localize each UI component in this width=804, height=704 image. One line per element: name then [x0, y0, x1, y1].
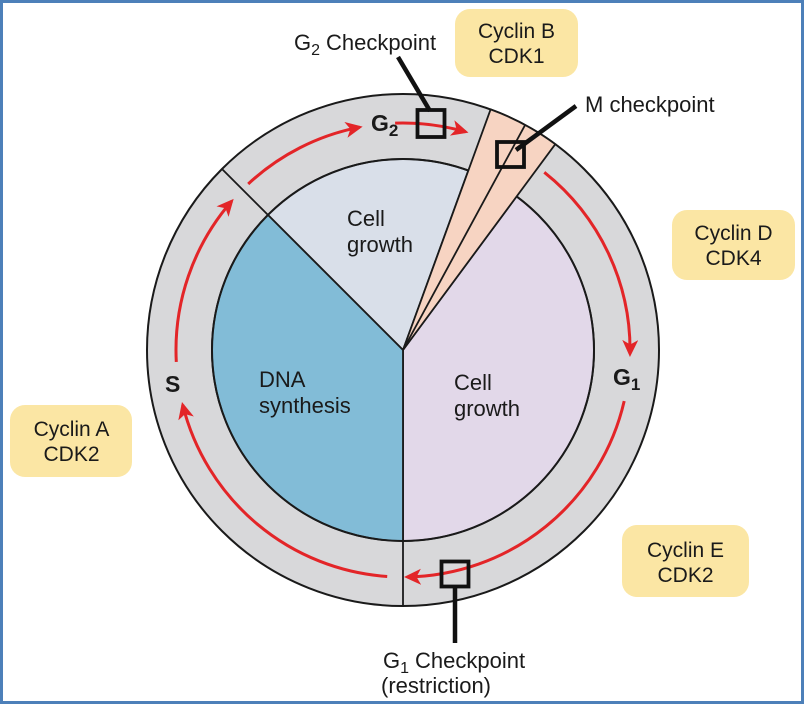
cyclin-a-cdk-label: CDK2: [43, 443, 99, 466]
cyclin-d-box: [672, 210, 795, 280]
sector-label-cell-growth-right-line1: Cell: [454, 370, 492, 395]
m-phase-wedge: [402, 108, 557, 351]
cyclin-d-label: Cyclin D: [694, 222, 772, 245]
g2-checkpoint-callout-line: [396, 55, 432, 113]
red-arrow-g2-to-m: [395, 120, 469, 136]
m-checkpoint-callout-line: [514, 104, 578, 152]
cyclin-a-box: [10, 405, 132, 477]
ring-divider-s-g2: [221, 168, 269, 216]
red-arrow-m-to-g1: [543, 171, 639, 357]
red-arrow-s-to-g2: [247, 122, 363, 186]
cyclin-b-box: [455, 9, 578, 77]
m-checkpoint-label: M checkpoint: [585, 92, 715, 117]
cyclin-e-box: [622, 525, 749, 597]
cyclin-e-label: Cyclin E: [647, 539, 724, 562]
sector-label-dna-line2: synthesis: [259, 393, 351, 418]
m-phase-wedge-divider: [402, 124, 526, 351]
red-arrow-restriction-to-s: [178, 401, 388, 578]
g1-checkpoint-restriction-label: (restriction): [381, 673, 491, 698]
cyclin-d-cdk-label: CDK4: [705, 247, 761, 270]
phase-label-g2: G2: [371, 110, 398, 140]
phase-label-g1: G1: [613, 364, 640, 394]
sector-label-dna-line1: DNA: [259, 367, 306, 392]
phase-label-s: S: [165, 371, 180, 397]
cyclin-b-label: Cyclin B: [478, 20, 555, 43]
cyclin-a-label: Cyclin A: [34, 418, 110, 441]
m-checkpoint-marker: [495, 140, 526, 169]
red-arrow-g1-to-restriction: [404, 400, 626, 585]
red-arrow-s-segment: [174, 198, 234, 362]
sector-label-cell-growth-right-line2: growth: [454, 396, 520, 421]
cyclin-e-cdk-label: CDK2: [657, 564, 713, 587]
sector-label-cell-growth-top-line2: growth: [347, 232, 413, 257]
cyclin-b-cdk-label: CDK1: [488, 45, 544, 68]
sector-label-cell-growth-top-line1: Cell: [347, 206, 385, 231]
